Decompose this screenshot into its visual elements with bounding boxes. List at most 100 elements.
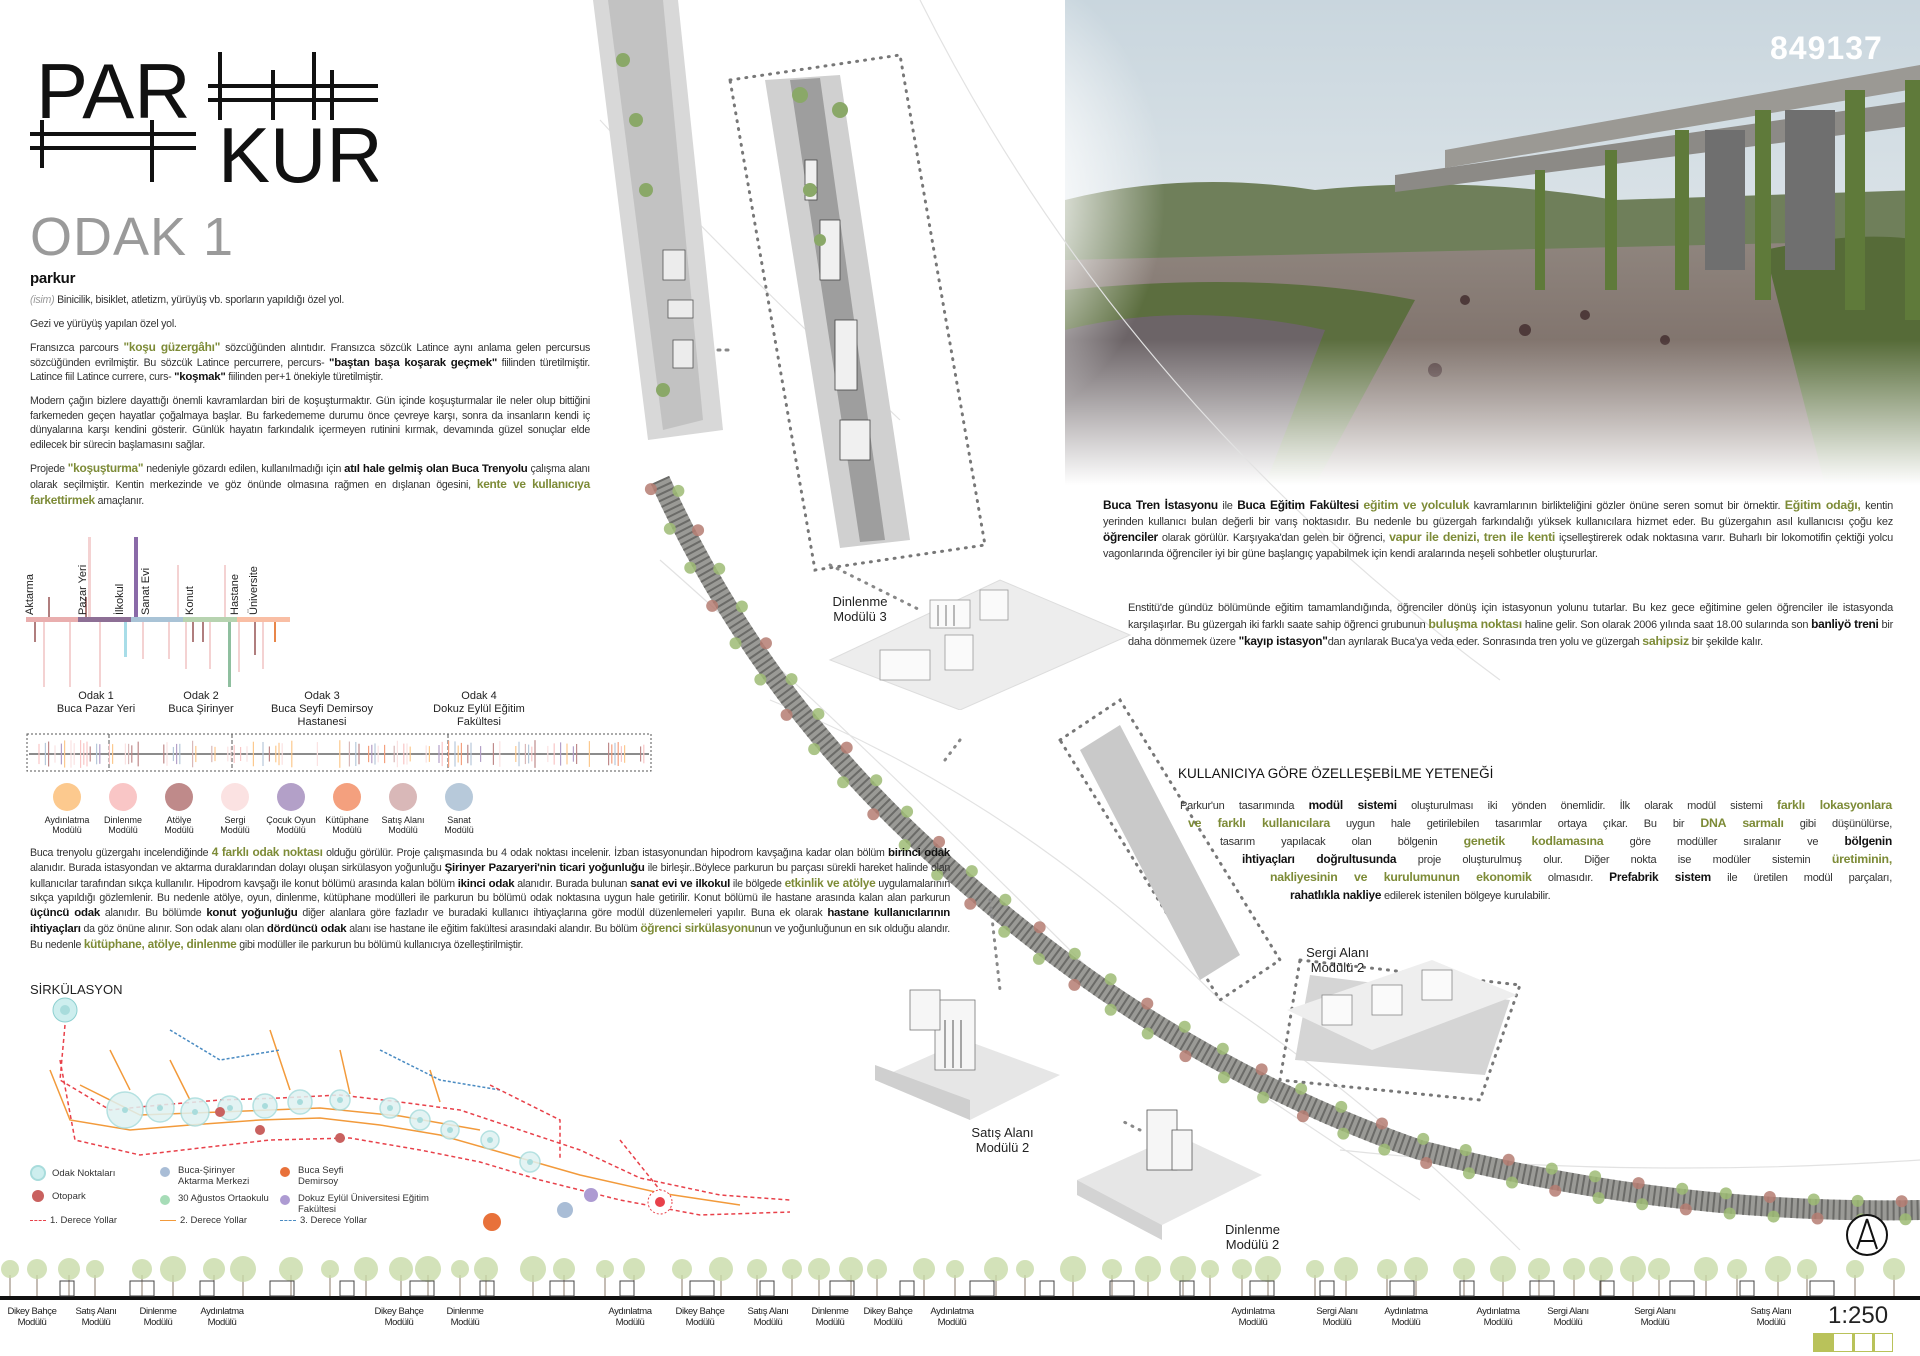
tree-icon	[321, 1260, 339, 1278]
project-id: 849137	[1770, 30, 1883, 66]
tree-icon	[1404, 1257, 1428, 1281]
module-tick	[620, 746, 622, 762]
tree-icon	[1179, 1050, 1192, 1063]
module-elevation	[199, 1280, 215, 1297]
module-elevation	[759, 1280, 775, 1297]
module-tick	[403, 743, 405, 765]
elevation-label-name: Sergi Alanı	[1547, 1306, 1589, 1317]
module-tick	[425, 745, 427, 763]
tree-icon	[837, 776, 850, 789]
tree-icon	[1462, 1167, 1475, 1180]
tree-icon	[1883, 1258, 1905, 1280]
focus-point-center	[527, 1159, 533, 1165]
module-elevation	[1739, 1280, 1755, 1297]
module-tick	[457, 745, 459, 763]
module-tick	[528, 744, 530, 764]
module-sub: Modülü	[108, 825, 138, 835]
tree-icon	[1767, 1210, 1780, 1223]
bold-text: modül sistemi	[1308, 798, 1397, 812]
module-tick	[128, 743, 130, 765]
module-swatch	[221, 783, 249, 811]
focus-title: Odak 1	[78, 690, 114, 702]
module-elevation	[1599, 1280, 1615, 1297]
elevation-label-sub: Modülü	[1483, 1317, 1513, 1328]
module-tick	[163, 744, 165, 764]
tree-icon	[1417, 1132, 1430, 1145]
tree-icon	[1636, 1198, 1649, 1211]
module-swatch	[333, 783, 361, 811]
strip-frame	[26, 733, 652, 772]
tree-icon	[553, 1258, 575, 1280]
module-swatch	[165, 783, 193, 811]
bold-text: sanat evi ve ilkokul	[630, 877, 730, 890]
tree-icon	[1545, 1162, 1558, 1175]
module-tick	[441, 741, 443, 767]
scale-bar	[1813, 1333, 1893, 1352]
parkur-path-texture	[650, 475, 1920, 1221]
module-tick	[233, 744, 235, 764]
legend-label: 3. Derece Yollar	[300, 1215, 368, 1226]
elevation-label-name: Aydınlatma	[608, 1306, 652, 1317]
text-segment: Fransızca parcours	[30, 342, 124, 355]
bold-text: konut yoğunluğu	[206, 907, 298, 920]
highlight-text: "koşu güzergâhı"	[123, 340, 221, 355]
module-tick	[70, 740, 72, 768]
tree-icon	[1797, 1259, 1817, 1279]
path-trees	[644, 483, 1912, 1226]
tree-icon	[1453, 1258, 1475, 1280]
legend-item: 30 Ağustos Ortaokulu	[160, 1193, 272, 1205]
module-tick	[240, 746, 242, 762]
focus-title: Odak 2	[183, 690, 219, 702]
tree-icon	[230, 1256, 256, 1282]
elevation-label-sub: Modülü	[384, 1317, 414, 1328]
circulation-title: SİRKÜLASYON	[30, 982, 123, 997]
tree-icon	[1459, 1144, 1472, 1157]
tree-icon	[1851, 1194, 1864, 1207]
highlight-text: farklı lokasyonlara	[1777, 798, 1892, 812]
module-tick	[515, 746, 517, 762]
legend-label: Otopark	[52, 1190, 86, 1202]
station-paragraph: Buca Tren İstasyonu ile Buca Eğitim Fakü…	[1103, 498, 1893, 562]
tree-icon	[1141, 997, 1154, 1010]
tree-icon	[931, 868, 944, 881]
text-segment: sözcüğünden alıntıdır. Fransızca sözcük …	[30, 342, 591, 369]
module-elevation	[409, 1280, 435, 1297]
text-segment: haline gelir. Son olarak 2006 yılında sa…	[1521, 619, 1812, 631]
module-tick	[291, 740, 293, 768]
customization-line: ihtiyaçları doğrultusunda proje oluşturu…	[1180, 851, 1892, 869]
tree-icon	[808, 1258, 830, 1280]
module-tick	[393, 745, 395, 763]
module-dinlenme-2	[1077, 1109, 1262, 1240]
module-tick	[374, 743, 376, 765]
tree-icon	[596, 1260, 614, 1278]
elevation-label-sub: Modülü	[1756, 1317, 1786, 1328]
tree-icon	[1592, 1192, 1605, 1205]
tree-icon	[1334, 1257, 1358, 1281]
tree-icon	[1335, 1100, 1348, 1113]
module-tick	[252, 741, 254, 767]
text-segment: alanıdır. Burada istasyondan ve aktarma …	[30, 861, 445, 874]
module-tick	[275, 745, 277, 763]
module-tick	[227, 746, 229, 762]
bold-text: Buca Eğitim Fakültesi	[1237, 498, 1359, 512]
elevation-label-sub: Modülü	[1391, 1317, 1421, 1328]
module-label: Aydınlatma	[44, 815, 90, 825]
plan-panel-2	[728, 53, 987, 572]
focus-point-center	[387, 1105, 393, 1111]
tree-icon	[808, 743, 821, 756]
north-arrow-icon	[1846, 1214, 1888, 1256]
module-tick	[460, 742, 462, 766]
